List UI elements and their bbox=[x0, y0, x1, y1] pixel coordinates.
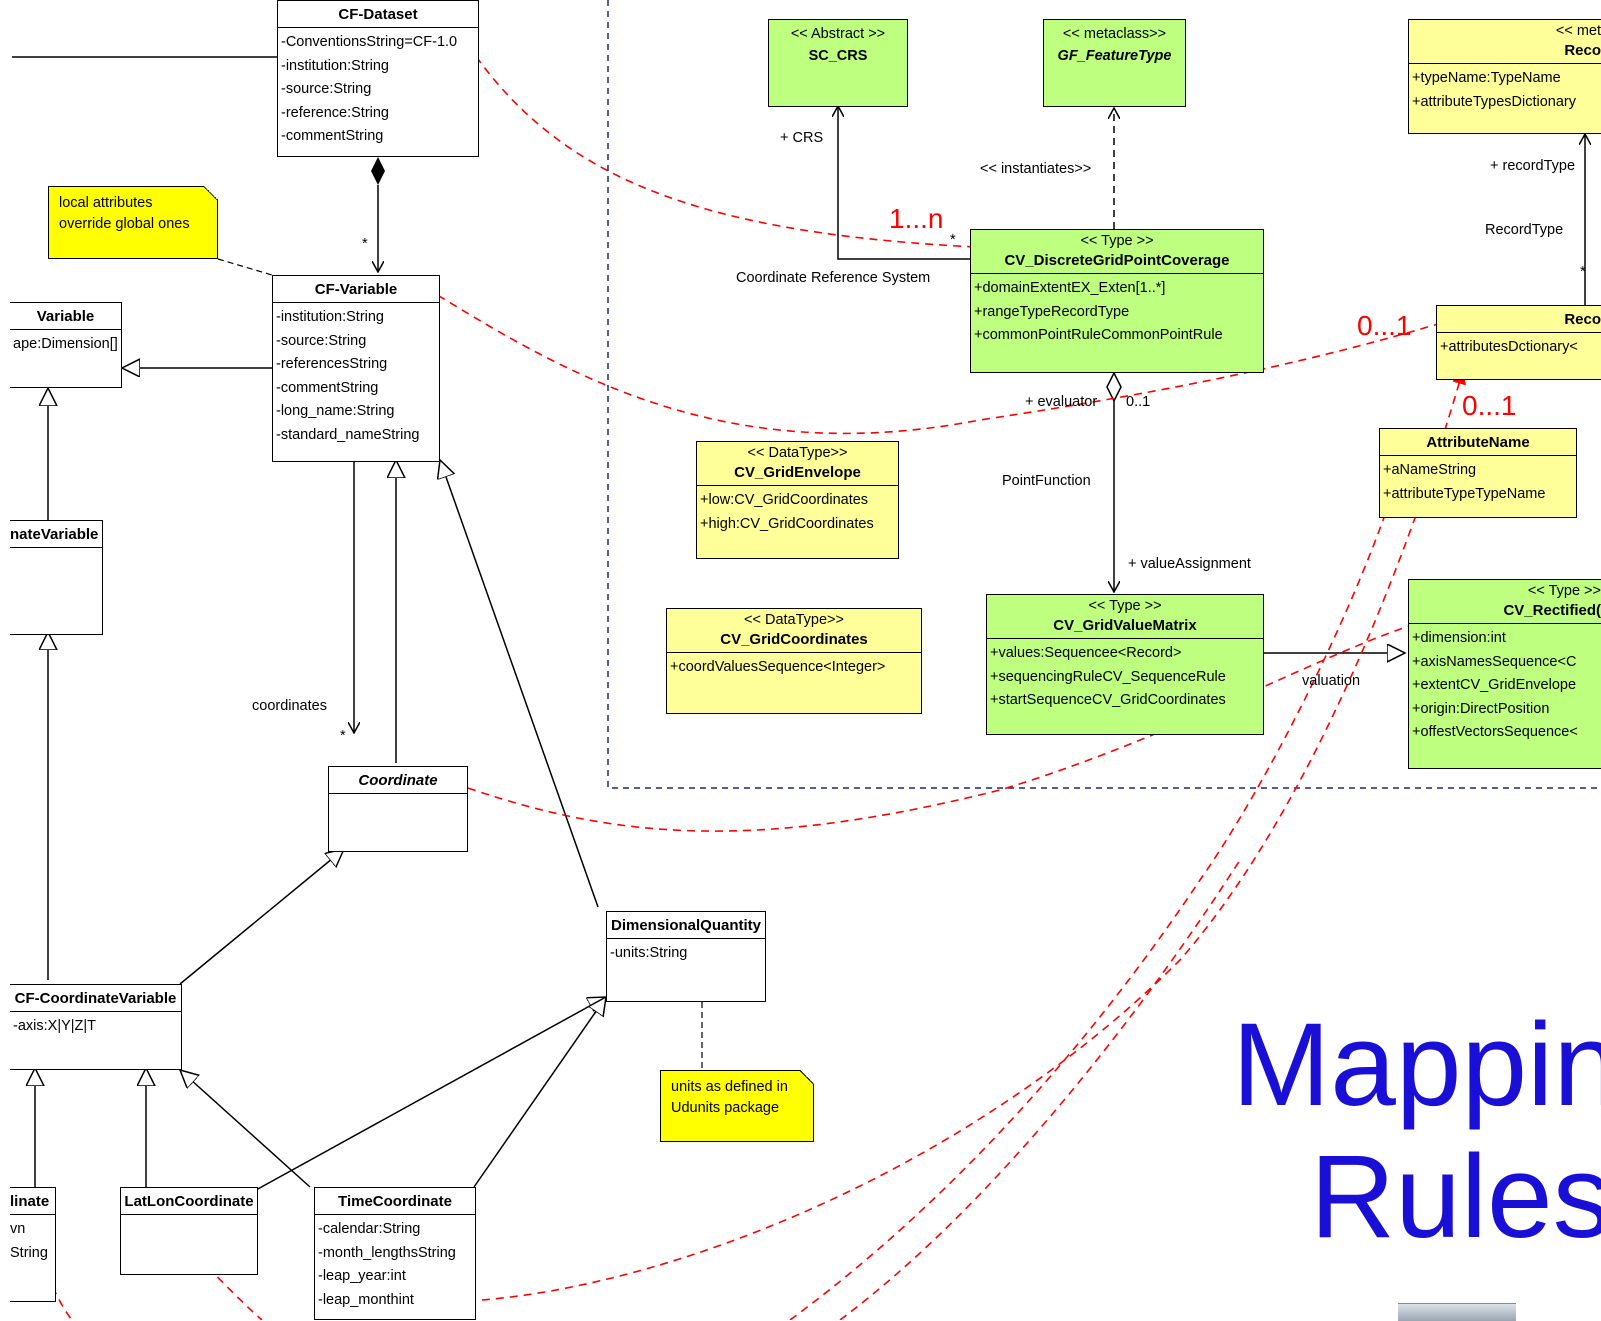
class-header: << DataType>> CV_GridCoordinates bbox=[667, 609, 921, 653]
class-attributes: +dimension:int +axisNamesSequence<C +ext… bbox=[1412, 630, 1578, 740]
class-name: nateVariable bbox=[10, 521, 102, 548]
dgpc-star: * bbox=[950, 232, 956, 248]
valuation-label: valuation bbox=[1302, 673, 1361, 689]
class-header: << metaclass>> GF_FeatureType bbox=[1057, 26, 1172, 64]
class-attributes: +aNameString +attributeTypeTypeName bbox=[1383, 462, 1546, 502]
nate-variable-class[interactable]: nateVariable bbox=[10, 520, 103, 635]
class-header: << Type >> CV_GridValueMatrix bbox=[987, 595, 1263, 639]
crs-role-label: + CRS bbox=[780, 130, 824, 146]
record-type-assoc-label: RecordType bbox=[1485, 222, 1564, 238]
coordinate-class[interactable]: Coordinate bbox=[328, 766, 468, 852]
record-class[interactable]: Reco +attributesDctionary< bbox=[1436, 305, 1601, 380]
mapping-label-one-n: 1...n bbox=[889, 203, 944, 234]
class-header: << Type >> CV_DiscreteGridPointCoverage bbox=[971, 230, 1263, 274]
grid-coordinates-class[interactable]: << DataType>> CV_GridCoordinates +coordV… bbox=[666, 608, 922, 714]
gf-featuretype-class[interactable]: << metaclass>> GF_FeatureType bbox=[1043, 19, 1186, 107]
latlon-coordinate-class[interactable]: LatLonCoordinate bbox=[120, 1187, 258, 1275]
coord-ref-system-label: Coordinate Reference System bbox=[736, 270, 931, 286]
cf-coordinate-variable-class[interactable]: CF-CoordinateVariable -axis:X|Y|Z|T bbox=[10, 984, 182, 1070]
mapping-label-zero-one-b: 0...1 bbox=[1462, 390, 1517, 421]
class-attributes: ape:Dimension[] bbox=[13, 336, 118, 352]
cf-variable-class[interactable]: CF-Variable -institution:String -source:… bbox=[272, 275, 440, 462]
slide-title-line2: Rules bbox=[1310, 1131, 1601, 1263]
class-name: CF-CoordinateVariable bbox=[10, 985, 181, 1012]
instantiates-label: << instantiates>> bbox=[980, 161, 1092, 177]
class-attributes: +coordValuesSequence<Integer> bbox=[670, 659, 886, 675]
grid-value-matrix-class[interactable]: << Type >> CV_GridValueMatrix +values:Se… bbox=[986, 594, 1264, 735]
class-header: << Type >> CV_Rectified( bbox=[1409, 580, 1601, 624]
time-coordinate-class[interactable]: TimeCoordinate -calendar:String -month_l… bbox=[314, 1187, 476, 1320]
discrete-grid-point-coverage-class[interactable]: << Type >> CV_DiscreteGridPointCoverage … bbox=[970, 229, 1264, 373]
note-local-attributes: local attributes override global ones bbox=[48, 186, 218, 259]
rectified-grid-class[interactable]: << Type >> CV_Rectified( +dimension:int … bbox=[1408, 579, 1601, 769]
multiplicity-star: * bbox=[362, 236, 368, 252]
coordinates-star: * bbox=[340, 728, 346, 744]
class-attributes: +domainExtentEX_Exten[1..*] +rangeTypeRe… bbox=[974, 280, 1223, 343]
record-type-class[interactable]: << met Reco +typeName:TypeName +attribut… bbox=[1408, 19, 1601, 134]
record-star: * bbox=[1580, 264, 1586, 280]
value-assignment-label: + valueAssignment bbox=[1128, 556, 1251, 572]
class-attributes: -calendar:String -month_lengthsString -l… bbox=[318, 1221, 456, 1308]
class-attributes: -units:String bbox=[610, 945, 688, 961]
class-name: CF-Variable bbox=[273, 276, 439, 303]
class-header: << DataType>> CV_GridEnvelope bbox=[697, 442, 898, 486]
class-header: << met Reco bbox=[1409, 20, 1601, 64]
class-name: TimeCoordinate bbox=[315, 1188, 475, 1215]
class-name: LatLonCoordinate bbox=[121, 1188, 257, 1215]
class-attributes: +values:Sequencee<Record> +sequencingRul… bbox=[990, 645, 1226, 708]
class-attributes: +low:CV_GridCoordinates +high:CV_GridCoo… bbox=[700, 492, 874, 532]
class-name: AttributeName bbox=[1380, 429, 1576, 456]
class-name: DimensionalQuantity bbox=[607, 912, 765, 939]
class-name: linate bbox=[10, 1188, 55, 1215]
grid-envelope-class[interactable]: << DataType>> CV_GridEnvelope +low:CV_Gr… bbox=[696, 441, 899, 559]
note-udunits: units as defined in Udunits package bbox=[660, 1070, 814, 1142]
zero-one-label: 0..1 bbox=[1126, 394, 1151, 410]
record-type-role-label: + recordType bbox=[1490, 158, 1576, 174]
class-name: Variable bbox=[10, 303, 121, 330]
class-attributes: -axis:X|Y|Z|T bbox=[13, 1018, 96, 1034]
class-attributes: -institution:String -source:String -refe… bbox=[276, 309, 420, 443]
variable-class[interactable]: Variable ape:Dimension[] bbox=[10, 302, 122, 388]
attribute-name-class[interactable]: AttributeName +aNameString +attributeTyp… bbox=[1379, 428, 1577, 518]
class-attributes: +attributesDctionary< bbox=[1440, 339, 1578, 355]
class-attributes: +typeName:TypeName +attributeTypesDictio… bbox=[1412, 70, 1577, 110]
class-name: CF-Dataset bbox=[278, 1, 478, 28]
class-name: Reco bbox=[1437, 306, 1601, 333]
evaluator-label: + evaluator bbox=[1025, 394, 1098, 410]
sc-crs-class[interactable]: << Abstract >> SC_CRS bbox=[768, 19, 908, 107]
coordinates-label: coordinates bbox=[252, 698, 327, 714]
class-name: Coordinate bbox=[329, 767, 467, 794]
slide-title-line1: Mappin bbox=[1232, 999, 1601, 1131]
dimensional-quantity-class[interactable]: DimensionalQuantity -units:String bbox=[606, 911, 766, 1002]
point-function-label: PointFunction bbox=[1002, 473, 1091, 489]
logo-image bbox=[1398, 1303, 1516, 1321]
mapping-label-zero-one-a: 0...1 bbox=[1357, 310, 1412, 341]
linate-class[interactable]: linate vn String bbox=[10, 1187, 56, 1302]
class-attributes: -ConventionsString=CF-1.0 -institution:S… bbox=[281, 34, 458, 144]
class-attributes: vn String bbox=[10, 1221, 48, 1261]
cf-dataset-class[interactable]: CF-Dataset -ConventionsString=CF-1.0 -in… bbox=[277, 0, 479, 157]
class-header: << Abstract >> SC_CRS bbox=[790, 26, 886, 64]
